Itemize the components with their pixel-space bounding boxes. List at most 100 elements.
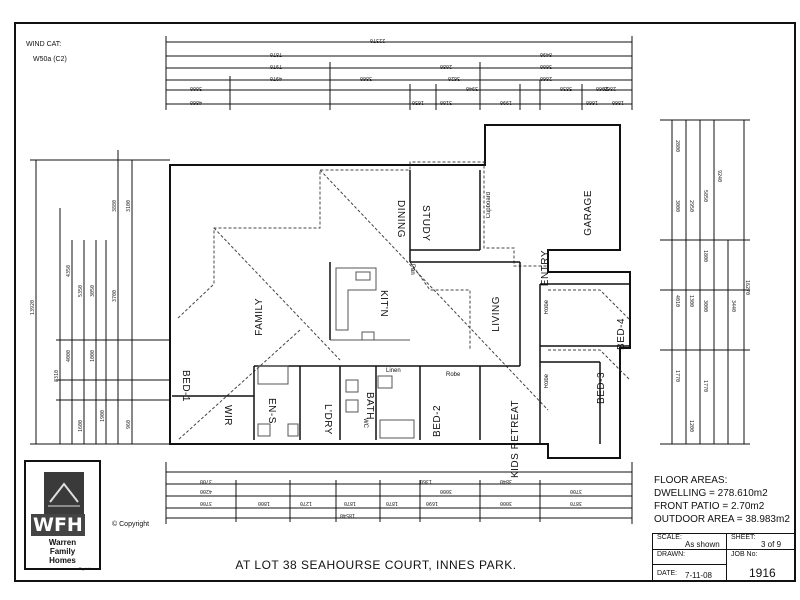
sheet-label: SHEET: bbox=[731, 534, 756, 541]
room-kitchen: KIT'N bbox=[378, 290, 389, 318]
front-patio-area: FRONT PATIO = 2.70m2 bbox=[654, 501, 765, 512]
room-bed1: BED-1 bbox=[180, 370, 191, 402]
dim-left: 3050 bbox=[90, 285, 96, 298]
dim-bottom: 1270 bbox=[300, 500, 313, 506]
title-block-job: JOB No: 1916 bbox=[726, 549, 796, 582]
dim-left: 3880 bbox=[112, 200, 118, 213]
scale-value: As shown bbox=[685, 540, 720, 549]
room-bath: BATH bbox=[364, 392, 375, 420]
logo-initials: WFH bbox=[31, 514, 85, 536]
room-robe-bed3: Robe bbox=[544, 374, 550, 389]
internal-walls bbox=[172, 170, 630, 444]
room-ens: EN-S bbox=[266, 398, 277, 424]
dim-right: 1800 bbox=[702, 250, 708, 263]
external-walls bbox=[169, 124, 631, 459]
copyright-icon: © bbox=[112, 521, 118, 528]
dwelling-area: DWELLING = 278.610m2 bbox=[654, 488, 768, 499]
room-pantry: Pan bbox=[409, 264, 415, 275]
drawing-frame bbox=[14, 22, 796, 582]
room-kids-retreat: KIDS RETREAT bbox=[510, 400, 521, 479]
dim-bottom: 3000 bbox=[440, 488, 453, 494]
dim-left: 8310 bbox=[54, 370, 60, 383]
top-dimension-lines bbox=[165, 36, 633, 110]
dim-top: 3000 bbox=[190, 85, 203, 91]
dim-top: 5830 bbox=[560, 85, 573, 91]
dim-left: 3700 bbox=[112, 290, 118, 303]
dim-left: 4350 bbox=[66, 265, 72, 278]
dim-bottom: 3870 bbox=[570, 500, 583, 506]
room-bed3: BED-3 bbox=[596, 372, 607, 404]
logo-name: Warren Family Homes bbox=[26, 538, 99, 565]
dim-top: 2860 bbox=[604, 85, 617, 91]
logo-mark bbox=[44, 472, 84, 514]
kitchen-bench bbox=[330, 267, 410, 341]
dim-top: 3100 bbox=[440, 99, 453, 105]
room-bed2: BED-2 bbox=[432, 405, 443, 437]
dim-bottom: 1870 bbox=[386, 500, 399, 506]
room-robe-bed2: Robe bbox=[446, 372, 461, 378]
room-study: STUDY bbox=[420, 205, 431, 242]
title-block-scale: SCALE: As shown bbox=[652, 533, 727, 550]
dim-bottom: 3000 bbox=[500, 500, 513, 506]
sheet-value: 3 of 9 bbox=[761, 540, 782, 549]
room-wir: WIR bbox=[222, 405, 233, 426]
dim-left: 3100 bbox=[126, 200, 132, 213]
dim-top: 8490 bbox=[540, 51, 553, 57]
dim-right: 3000 bbox=[674, 200, 680, 213]
dim-left: 1900 bbox=[100, 410, 106, 423]
dim-bottom: 1870 bbox=[344, 500, 357, 506]
job-label: JOB No: bbox=[731, 551, 758, 558]
room-family: FAMILY bbox=[254, 298, 265, 336]
dim-left: 960 bbox=[126, 420, 132, 430]
dim-top: 2080 bbox=[440, 63, 453, 69]
logo-line1: Warren bbox=[48, 538, 77, 547]
room-bed4: BED-4 bbox=[616, 318, 627, 350]
dim-top: 2860 bbox=[540, 75, 553, 81]
dim-bottom: 3840 bbox=[500, 478, 513, 484]
dim-top: 7870 bbox=[270, 51, 283, 57]
logo-pty: Pty Ltd bbox=[78, 566, 91, 571]
dim-bottom: 3700 bbox=[200, 500, 213, 506]
dim-top: 3600 bbox=[540, 63, 553, 69]
room-robe-bed4: Robe bbox=[544, 300, 550, 315]
dim-right: 1770 bbox=[674, 370, 680, 383]
roof-lines bbox=[177, 161, 631, 441]
wind-cat-value: W50a (C2) bbox=[33, 56, 67, 63]
dim-right: 2950 bbox=[688, 200, 694, 213]
copyright: © Copyright bbox=[112, 521, 149, 528]
wind-cat-label: WIND CAT: bbox=[26, 41, 62, 48]
dim-top: 3620 bbox=[448, 75, 461, 81]
dim-left: 1000 bbox=[90, 350, 96, 363]
dim-overall-width: 22370 bbox=[370, 37, 386, 43]
dim-right: 3000 bbox=[702, 300, 708, 313]
floor-areas: FLOOR AREAS: DWELLING = 278.610m2 FRONT … bbox=[654, 474, 790, 526]
title-block-sheet: SHEET: 3 of 9 bbox=[726, 533, 796, 550]
drawn-label: DRAWN: bbox=[657, 551, 686, 558]
fixtures bbox=[257, 365, 415, 439]
title-bar: AT LOT 38 SEAHOURSE COURT, INNES PARK. bbox=[100, 552, 652, 582]
title-block-drawn: DRAWN: bbox=[652, 549, 727, 565]
dim-bottom: 3700 bbox=[200, 478, 213, 484]
dim-right: 3440 bbox=[730, 300, 736, 313]
dim-top: 4970 bbox=[270, 75, 283, 81]
dim-right: 1300 bbox=[688, 295, 694, 308]
logo-line2: Family bbox=[49, 547, 76, 556]
dim-left: 1600 bbox=[78, 420, 84, 433]
date-label: DATE: bbox=[657, 570, 678, 577]
dim-right: 2800 bbox=[674, 140, 680, 153]
room-laundry: L'DRY bbox=[322, 404, 333, 435]
copyright-text: Copyright bbox=[119, 521, 150, 528]
room-cupboard: Cupboard bbox=[486, 192, 492, 219]
company-logo: WFH Warren Family Homes Pty Ltd bbox=[24, 460, 101, 571]
scale-label: SCALE: bbox=[657, 534, 682, 541]
room-entry: ENTRY bbox=[540, 250, 551, 287]
dim-left: 5350 bbox=[78, 285, 84, 298]
dim-bottom-overall: 18540 bbox=[340, 512, 356, 518]
logo-line3: Homes bbox=[49, 556, 76, 565]
dim-right: 5850 bbox=[702, 190, 708, 203]
room-garage: GARAGE bbox=[583, 190, 594, 236]
dim-top: 1990 bbox=[500, 99, 513, 105]
dim-right: 1770 bbox=[702, 380, 708, 393]
drawing-title: AT LOT 38 SEAHOURSE COURT, INNES PARK. bbox=[235, 558, 517, 572]
